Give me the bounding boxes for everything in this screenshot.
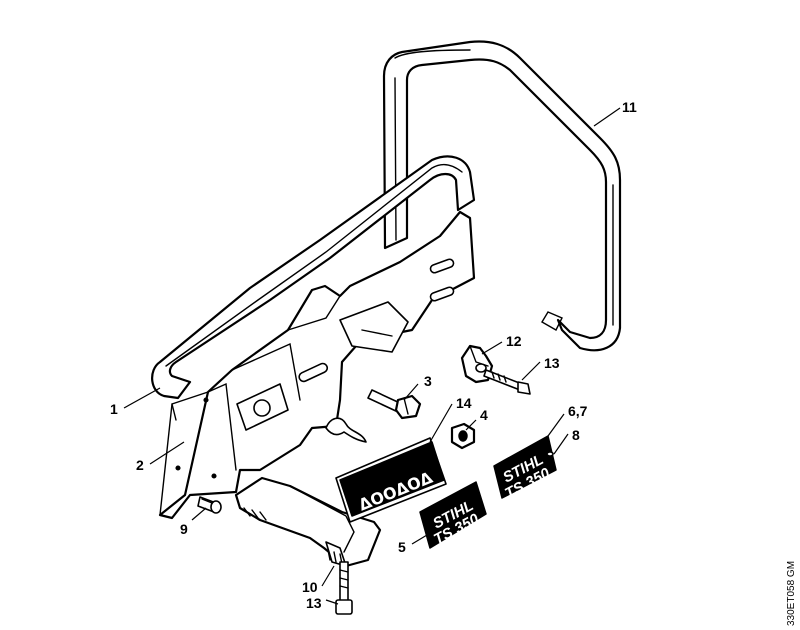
callout-8: 8 [572,427,580,443]
nut-part-4 [450,422,476,450]
callout-12: 12 [506,333,522,349]
decal-part-14: ΔOOΔOΔ [335,437,447,523]
foot-part-10 [234,476,382,568]
callout-11: 11 [622,99,637,115]
callout-3: 3 [424,373,432,389]
callout-2: 2 [136,457,144,473]
callout-5: 5 [398,539,406,555]
callout-13-upper: 13 [544,355,560,371]
leader-lines [123,107,621,605]
callout-14: 14 [456,395,472,411]
callout-10: 10 [302,579,318,595]
callout-6-7: 6,7 [568,403,588,419]
callout-1: 1 [110,401,118,417]
bolt-part-13-upper [483,369,531,395]
reference-code: 330ET058 GM [786,561,797,626]
decal-part-5: STIHL TS 350 [419,481,487,549]
loop-handle-part-11 [382,40,622,352]
callout-4: 4 [480,407,488,423]
bracket-part-2 [158,210,476,520]
callout-13-lower: 13 [306,595,322,611]
screw-part-9 [197,496,222,514]
handle-bar-part-1 [151,155,476,400]
callouts: 1 2 3 4 5 6,7 8 9 10 11 12 13 13 14 [110,99,637,611]
bolt-part-3 [367,389,422,420]
decal-part-6-7: STIHL TS 350 [493,435,557,502]
callout-9: 9 [180,521,188,537]
bolt-part-13-lower [335,561,353,615]
grommet-part-8 [546,451,554,457]
